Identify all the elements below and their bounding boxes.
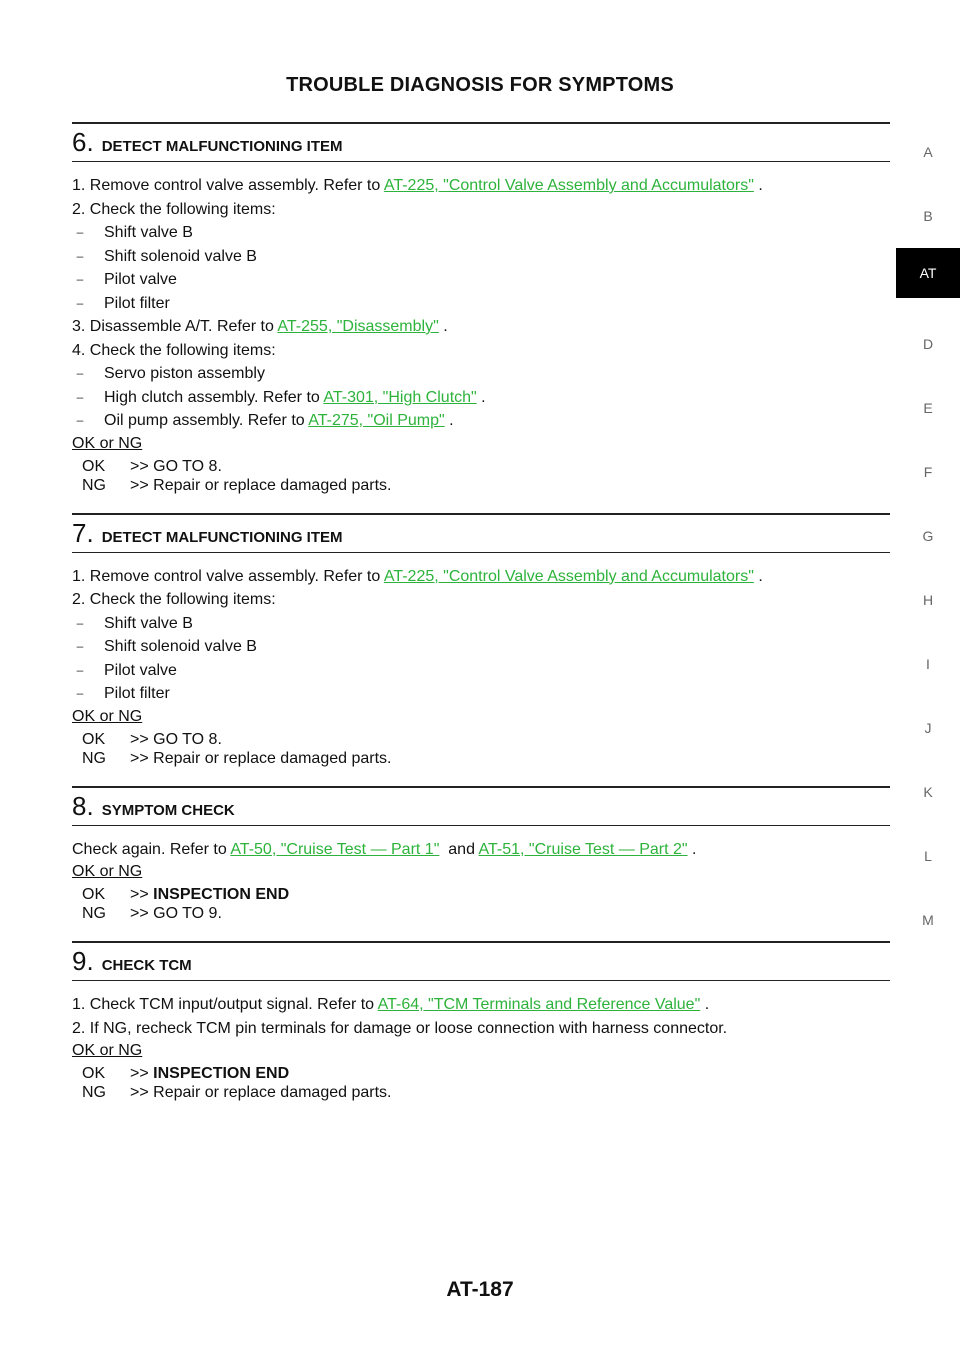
step-9-header: 9. CHECK TCM <box>72 941 890 981</box>
section-tab-b[interactable]: B <box>923 208 933 224</box>
ok-or-ng-label: OK or NG <box>72 434 143 452</box>
step-8-header: 8. SYMPTOM CHECK <box>72 785 890 826</box>
check-item: –Pilot filter <box>72 292 890 316</box>
check-item: –Pilot valve <box>72 268 890 292</box>
section-tab-at[interactable]: AT <box>896 248 960 298</box>
dash-bullet-icon: – <box>76 413 84 427</box>
ok-result: OK>> GO TO 8. <box>82 730 222 748</box>
dash-bullet-icon: – <box>76 639 84 653</box>
section-index-tabs: A B AT D E F G H I J K L M <box>896 120 960 952</box>
reference-link[interactable]: AT-51, "Cruise Test — Part 2" <box>478 840 688 858</box>
instruction-line: 4. Check the following items: <box>72 341 276 359</box>
step-title: DETECT MALFUNCTIONING ITEM <box>101 138 343 155</box>
ng-result: NG>> Repair or replace damaged parts. <box>82 749 392 767</box>
ok-or-ng-label: OK or NG <box>72 863 143 880</box>
check-item: –Pilot valve <box>72 659 890 683</box>
ok-result: OK>> INSPECTION END <box>82 886 290 903</box>
section-tab-f[interactable]: F <box>923 464 933 480</box>
section-tab-m[interactable]: M <box>922 912 934 928</box>
step-title: CHECK TCM <box>101 957 192 974</box>
check-item: –Shift solenoid valve B <box>72 635 890 659</box>
dash-bullet-icon: – <box>76 295 84 310</box>
instruction-line: 1. Remove control valve assembly. Refer … <box>72 567 763 585</box>
dash-bullet-icon: – <box>76 366 84 380</box>
step-8: 8. SYMPTOM CHECK Check again. Refer to A… <box>72 785 890 924</box>
check-item: –Shift solenoid valve B <box>72 245 890 269</box>
check-item: –Pilot filter <box>72 682 890 706</box>
section-tab-j[interactable]: J <box>924 720 932 736</box>
reference-link[interactable]: AT-275, "Oil Pump" <box>308 412 445 429</box>
reference-link[interactable]: AT-225, "Control Valve Assembly and Accu… <box>383 177 754 194</box>
dash-bullet-icon: – <box>76 615 84 630</box>
step-title: SYMPTOM CHECK <box>101 801 235 819</box>
step-number: 9. <box>72 946 94 976</box>
step-6-header: 6. DETECT MALFUNCTIONING ITEM <box>72 122 890 162</box>
step-7: 7. DETECT MALFUNCTIONING ITEM 1. Remove … <box>72 512 890 768</box>
ng-result: NG>> GO TO 9. <box>82 905 222 922</box>
section-tab-g[interactable]: G <box>922 528 934 544</box>
section-tab-i[interactable]: I <box>926 656 930 672</box>
step-title: DETECT MALFUNCTIONING ITEM <box>101 528 343 546</box>
check-item: –Servo piston assembly <box>72 362 890 386</box>
dash-bullet-icon: – <box>76 272 84 286</box>
instruction-line: 2. If NG, recheck TCM pin terminals for … <box>72 1019 728 1037</box>
instruction-line: Check again. Refer to AT-50, "Cruise Tes… <box>72 840 697 858</box>
section-tab-l[interactable]: L <box>924 848 932 864</box>
document-body: 6. DETECT MALFUNCTIONING ITEM 1. Remove … <box>72 122 890 1120</box>
section-tab-k[interactable]: K <box>923 784 933 800</box>
reference-link[interactable]: AT-50, "Cruise Test — Part 1" <box>230 840 440 858</box>
reference-link[interactable]: AT-225, "Control Valve Assembly and Accu… <box>383 567 754 585</box>
ok-or-ng-label: OK or NG <box>72 707 143 725</box>
instruction-line: 2. Check the following items: <box>72 591 276 608</box>
section-tab-h[interactable]: H <box>922 592 934 608</box>
dash-bullet-icon: – <box>76 248 84 263</box>
page-number: AT-187 <box>446 1278 514 1301</box>
step-number: 8. <box>72 790 94 821</box>
instruction-line: 1. Remove control valve assembly. Refer … <box>72 177 763 194</box>
step-9: 9. CHECK TCM 1. Check TCM input/output s… <box>72 941 890 1102</box>
dash-bullet-icon: – <box>76 225 84 239</box>
page-title: TROUBLE DIAGNOSIS FOR SYMPTOMS <box>286 74 674 96</box>
ok-result: OK>> INSPECTION END <box>82 1065 290 1082</box>
reference-link[interactable]: AT-301, "High Clutch" <box>323 388 477 406</box>
dash-bullet-icon: – <box>76 686 84 700</box>
dash-bullet-icon: – <box>76 389 84 404</box>
step-number: 6. <box>72 127 94 157</box>
reference-link[interactable]: AT-64, "TCM Terminals and Reference Valu… <box>377 996 701 1013</box>
section-tab-d[interactable]: D <box>922 336 934 352</box>
section-tab-a[interactable]: A <box>923 144 933 160</box>
check-item: –Oil pump assembly. Refer to AT-275, "Oi… <box>72 409 890 433</box>
ng-result: NG>> Repair or replace damaged parts. <box>82 476 392 494</box>
check-item: –Shift valve B <box>72 612 890 636</box>
step-6: 6. DETECT MALFUNCTIONING ITEM 1. Remove … <box>72 122 890 495</box>
instruction-line: 1. Check TCM input/output signal. Refer … <box>72 996 710 1013</box>
section-tab-e[interactable]: E <box>923 400 933 416</box>
step-number: 7. <box>72 517 94 548</box>
ng-result: NG>> Repair or replace damaged parts. <box>82 1084 392 1101</box>
ok-result: OK>> GO TO 8. <box>82 457 222 475</box>
ok-or-ng-label: OK or NG <box>72 1042 143 1059</box>
reference-link[interactable]: AT-255, "Disassembly" <box>277 318 439 335</box>
instruction-line: 2. Check the following items: <box>72 200 276 218</box>
check-item: –High clutch assembly. Refer to AT-301, … <box>72 386 890 410</box>
step-7-header: 7. DETECT MALFUNCTIONING ITEM <box>72 512 890 553</box>
dash-bullet-icon: – <box>76 662 84 677</box>
check-item: –Shift valve B <box>72 221 890 245</box>
instruction-line: 3. Disassemble A/T. Refer to AT-255, "Di… <box>72 318 448 335</box>
